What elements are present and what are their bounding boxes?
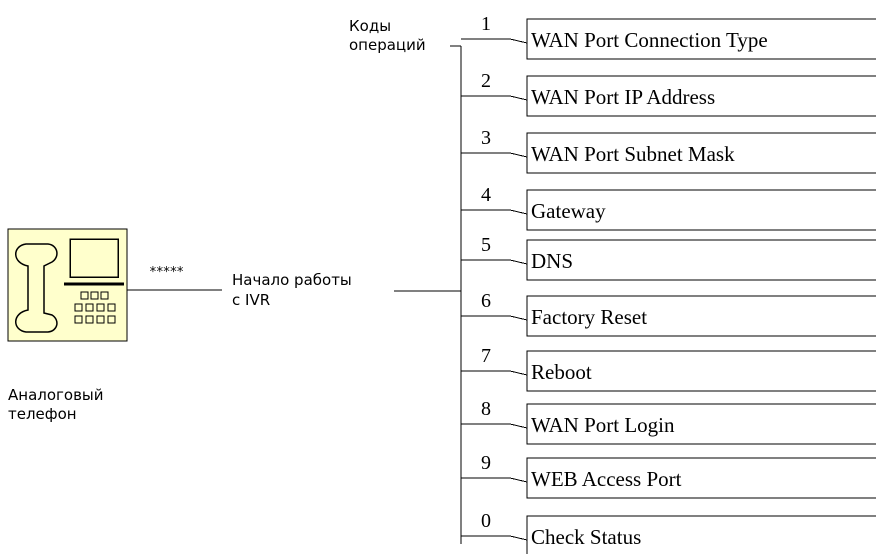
operation-label: Reboot [531, 360, 592, 384]
operation-code: 6 [481, 290, 491, 312]
operation-box [526, 239, 876, 281]
operation-code: 8 [481, 398, 491, 420]
operation-box [526, 18, 876, 60]
operation-box [526, 515, 876, 554]
branch-tick [509, 423, 528, 429]
codes-label-line2: операций [349, 36, 426, 54]
operation-code: 0 [481, 510, 491, 532]
handset-icon [15, 243, 58, 333]
operation-label: WAN Port IP Address [531, 85, 715, 109]
branch-tick [509, 370, 528, 376]
operation-label: WAN Port Login [531, 413, 675, 437]
operation-box [526, 132, 876, 174]
operation-label: Check Status [531, 525, 641, 549]
operation-box [526, 403, 876, 445]
start-label-line2: с IVR [232, 291, 270, 309]
start-label-line1: Начало работы [232, 271, 352, 289]
operation-code: 1 [481, 13, 491, 35]
branch-tick [509, 209, 528, 215]
operation-code: 9 [481, 452, 491, 474]
branch-tick [509, 535, 528, 541]
operation-box [526, 75, 876, 117]
branch-tick [509, 152, 528, 158]
operation-label: WEB Access Port [531, 467, 682, 491]
codes-label-line1: Коды [349, 17, 391, 35]
branch-tick [509, 477, 528, 483]
screen-icon [69, 238, 119, 278]
branch-tick [509, 259, 528, 265]
branch-tick [509, 38, 528, 44]
operation-box [526, 295, 876, 337]
branch-tick [509, 315, 528, 321]
operation-code: 3 [481, 127, 491, 149]
operation-label: DNS [531, 249, 573, 273]
analog-phone-icon [7, 228, 128, 342]
operation-label: WAN Port Connection Type [531, 28, 768, 52]
dial-sequence: ***** [149, 265, 183, 280]
keypad-icon [74, 291, 116, 324]
operation-code: 7 [481, 345, 491, 367]
operation-code: 2 [481, 70, 491, 92]
operation-code: 4 [481, 184, 491, 206]
operation-box [526, 350, 876, 392]
operation-box [526, 189, 876, 231]
operation-label: WAN Port Subnet Mask [531, 142, 735, 166]
phone-label-line2: телефон [8, 405, 77, 423]
operation-label: Factory Reset [531, 305, 647, 329]
operation-code: 5 [481, 234, 491, 256]
branch-tick [509, 95, 528, 101]
operation-box [526, 457, 876, 499]
operation-label: Gateway [531, 199, 606, 223]
phone-label-line1: Аналоговый [8, 386, 104, 404]
